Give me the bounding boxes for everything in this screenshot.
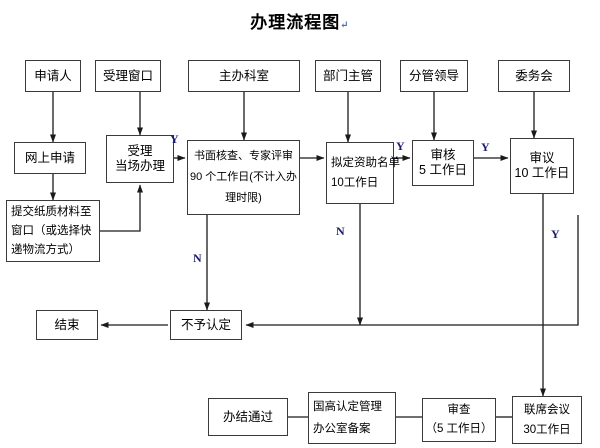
step-box-accept-onsite[interactable]: 受理 当场办理 xyxy=(106,135,174,183)
step-line: 审查 xyxy=(447,404,471,416)
step-label-completed-pass: 办结通过 xyxy=(222,409,273,424)
role-box-applicant[interactable]: 申请人 xyxy=(25,60,81,92)
edge-label-y-verify-to-deliberate: Y xyxy=(481,140,490,154)
step-label-examination: 审查 （5 工作日） xyxy=(425,401,493,439)
step-line: 10 工作日 xyxy=(514,166,570,180)
step-line: 国高认定管理 xyxy=(313,401,382,413)
step-box-online-application[interactable]: 网上申请 xyxy=(14,142,86,174)
role-label-dept-manager: 部门主管 xyxy=(322,68,373,83)
role-label-committee: 委务会 xyxy=(515,68,553,83)
step-label-submit-paper: 提交纸质材料至 窗口（或选择快 递物流方式） xyxy=(11,203,97,260)
role-label-branch-leader: 分管领导 xyxy=(408,68,459,83)
step-label-verify: 审核 5 工作日 xyxy=(415,148,471,178)
step-box-submit-paper[interactable]: 提交纸质材料至 窗口（或选择快 递物流方式） xyxy=(6,200,100,262)
title-text: 办理流程图 xyxy=(250,13,341,32)
step-box-joint-meeting[interactable]: 联席会议 30工作日 xyxy=(512,396,582,444)
step-label-record-office: 国高认定管理 办公室备案 xyxy=(313,396,393,440)
step-label-not-recognized: 不予认定 xyxy=(180,317,231,332)
step-label-review-expert: 书面核查、专家评审 90 个工作日(不计入办 理时限) xyxy=(190,146,297,209)
step-line: 10工作日 xyxy=(331,177,379,189)
step-line: 受理 xyxy=(127,144,153,158)
step-line: 审议 xyxy=(529,151,555,165)
step-line: 当场办理 xyxy=(114,159,165,173)
step-line: 网上申请 xyxy=(24,150,75,165)
step-box-draft-funding-list[interactable]: 拟定资助名单 10工作日 xyxy=(326,142,400,204)
step-box-verify[interactable]: 审核 5 工作日 xyxy=(412,140,474,186)
step-line: 办公室备案 xyxy=(313,423,371,435)
step-box-not-recognized[interactable]: 不予认定 xyxy=(170,310,242,340)
role-box-branch-leader[interactable]: 分管领导 xyxy=(400,60,468,92)
step-label-deliberate: 审议 10 工作日 xyxy=(513,151,571,181)
edge-right-to-reject xyxy=(245,215,579,328)
edge-label-n-review-down: N xyxy=(193,251,202,265)
step-line: 30工作日 xyxy=(523,424,571,436)
step-line: 理时限) xyxy=(225,192,262,204)
edge-label-n-list-down: N xyxy=(336,224,345,238)
role-label-acceptance-window: 受理窗口 xyxy=(102,68,153,83)
step-line: 提交纸质材料至 xyxy=(11,205,92,218)
page-title: 办理流程图↵ xyxy=(0,8,600,33)
edge-label-y-review-to-verify: Y xyxy=(396,139,405,153)
edge-label-y-deliberate-down: Y xyxy=(551,227,560,241)
role-label-applicant: 申请人 xyxy=(34,68,72,83)
step-label-end: 结束 xyxy=(54,317,80,332)
role-box-dept-manager[interactable]: 部门主管 xyxy=(315,60,381,92)
step-line: 窗口（或选择快 xyxy=(11,224,92,237)
step-line: 5 工作日 xyxy=(419,163,467,177)
pilcrow-mark: ↵ xyxy=(340,20,350,31)
role-box-committee[interactable]: 委务会 xyxy=(498,60,570,92)
step-label-draft-funding-list: 拟定资助名单 10工作日 xyxy=(331,153,400,193)
role-box-host-office[interactable]: 主办科室 xyxy=(188,60,300,92)
step-line: 拟定资助名单 xyxy=(331,157,400,169)
step-line: 审核 xyxy=(430,148,456,162)
role-box-acceptance-window[interactable]: 受理窗口 xyxy=(95,60,161,92)
step-line: 联席会议 xyxy=(524,404,570,416)
step-box-end[interactable]: 结束 xyxy=(36,310,98,340)
step-line: 书面核查、专家评审 xyxy=(194,150,293,162)
step-box-examination[interactable]: 审查 （5 工作日） xyxy=(422,398,496,442)
step-line: 90 个工作日(不计入办 xyxy=(190,171,297,183)
role-label-host-office: 主办科室 xyxy=(218,68,269,83)
step-line: 递物流方式） xyxy=(11,243,80,256)
step-label-accept-onsite: 受理 当场办理 xyxy=(109,144,171,174)
step-label-online-application: 网上申请 xyxy=(17,151,83,166)
step-box-deliberate[interactable]: 审议 10 工作日 xyxy=(510,138,574,194)
step-line: （5 工作日） xyxy=(425,423,493,435)
step-label-joint-meeting: 联席会议 30工作日 xyxy=(515,400,579,440)
step-box-completed-pass[interactable]: 办结通过 xyxy=(208,398,288,436)
step-box-review-expert[interactable]: 书面核查、专家评审 90 个工作日(不计入办 理时限) xyxy=(187,140,300,215)
edge-submit-to-accept xyxy=(100,184,143,232)
step-box-record-office[interactable]: 国高认定管理 办公室备案 xyxy=(308,392,396,444)
edge-label-y-accept-to-review: Y xyxy=(170,132,179,146)
